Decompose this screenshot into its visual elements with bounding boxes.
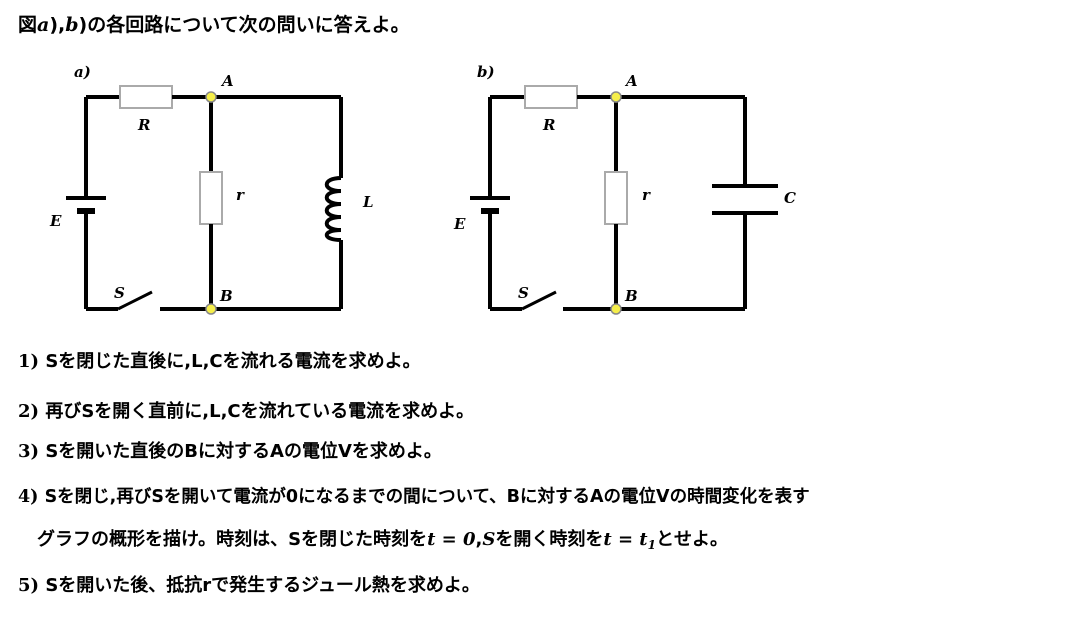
circuit-a-node-B: B <box>219 287 233 305</box>
circuit-b <box>470 85 778 311</box>
resistor-R <box>524 85 578 109</box>
circuit-a <box>66 85 343 311</box>
resistor-r <box>199 171 223 225</box>
question-4: 4) Sを閉じ,再びSを開いて電流が0になるまでの間について、Bに対するAの電位… <box>18 483 810 508</box>
circuit-b-label-C: C <box>784 189 796 207</box>
question-1: 1) Sを閉じた直後に,L,Cを流れる電流を求めよ。 <box>18 347 421 373</box>
question-number: 2) <box>18 401 40 422</box>
question-text: とせよ。 <box>655 529 728 550</box>
node-dot-a-top <box>205 91 217 103</box>
switch-lever <box>117 290 153 311</box>
math-t-zero: t = 0 <box>427 529 476 550</box>
node-dot-b-top <box>610 91 622 103</box>
question-text: Sを閉じた直後に,L,Cを流れる電流を求めよ。 <box>45 351 421 372</box>
resistor-r <box>604 171 628 225</box>
title-label-a: a <box>37 14 50 36</box>
circuit-a-label-R: R <box>137 116 150 134</box>
node-dot-a-bottom <box>205 303 217 315</box>
title-label-b: b <box>65 14 79 36</box>
problem-title: 図a),b)の各回路について次の問いに答えよ。 <box>18 10 410 37</box>
circuit-figure: a) A R r L E S B b) A R r C E S B <box>49 63 796 315</box>
question-text: 再びSを開く直前に,L,Cを流れている電流を求めよ。 <box>45 401 475 422</box>
question-number: 1) <box>18 351 40 372</box>
circuit-a-label-r: r <box>236 186 245 204</box>
circuit-b-label-E: E <box>453 215 466 233</box>
circuit-b-label-S: S <box>518 284 529 302</box>
circuit-b-caption: b) <box>477 63 495 81</box>
question-text: , <box>475 529 483 550</box>
switch-lever <box>521 290 557 311</box>
question-4-continued: グラフの概形を描け。時刻は、Sを閉じた時刻をt = 0,Sを開く時刻をt = t… <box>37 525 728 552</box>
question-5: 5) Sを開いた後、抵抗rで発生するジュール熱を求めよ。 <box>18 571 480 597</box>
question-number: 3) <box>18 441 40 462</box>
question-2: 2) 再びSを開く直前に,L,Cを流れている電流を求めよ。 <box>18 397 474 423</box>
math-S: S <box>482 529 496 550</box>
circuit-a-caption: a) <box>74 63 91 81</box>
circuit-a-node-A: A <box>220 72 234 90</box>
node-dot-b-bottom <box>610 303 622 315</box>
circuit-a-label-E: E <box>49 212 62 230</box>
title-prefix: 図 <box>18 14 38 36</box>
circuit-a-label-S: S <box>114 284 125 302</box>
question-3: 3) Sを開いた直後のBに対するAの電位Vを求めよ。 <box>18 437 442 463</box>
inductor-coil <box>324 176 342 242</box>
math-subscript: 1 <box>647 538 656 552</box>
question-text: Sを開いた後、抵抗rで発生するジュール熱を求めよ。 <box>45 575 480 596</box>
question-text: グラフの概形を描け。時刻は、Sを閉じた時刻を <box>37 529 428 550</box>
circuit-b-label-R: R <box>542 116 555 134</box>
resistor-R <box>119 85 173 109</box>
question-number: 4) <box>18 487 39 507</box>
circuit-a-label-L: L <box>362 193 374 211</box>
question-number: 5) <box>18 575 40 596</box>
title-suffix: )の各回路について次の問いに答えよ。 <box>78 14 410 36</box>
question-text: を開く時刻を <box>495 529 604 550</box>
circuit-b-node-A: A <box>624 72 638 90</box>
math-t-t1: t = t <box>603 529 648 550</box>
circuit-b-label-r: r <box>642 186 651 204</box>
question-text: Sを閉じ,再びSを開いて電流が0になるまでの間について、Bに対するAの電位Vの時… <box>44 487 810 507</box>
title-sep: ), <box>49 14 66 36</box>
question-text: Sを開いた直後のBに対するAの電位Vを求めよ。 <box>45 441 442 462</box>
circuit-b-node-B: B <box>624 287 638 305</box>
